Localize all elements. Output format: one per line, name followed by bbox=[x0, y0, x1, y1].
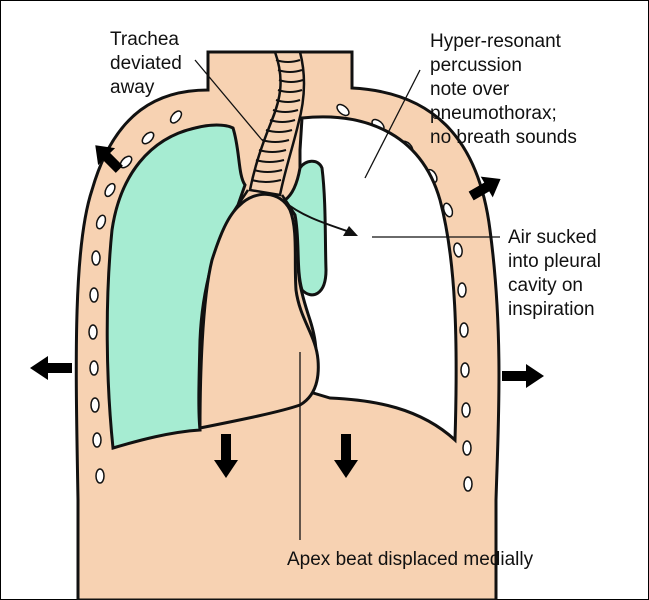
heart-mediastinum bbox=[198, 192, 320, 430]
expansion-arrows bbox=[30, 145, 544, 478]
pneumothorax-air-space bbox=[296, 115, 458, 444]
arrow-upper-right bbox=[468, 176, 501, 201]
arrow-right bbox=[502, 364, 544, 388]
leader-lines bbox=[194, 59, 500, 540]
ribs bbox=[88, 103, 473, 492]
arrow-upper-left bbox=[95, 145, 123, 173]
air-inflow-arrow bbox=[281, 199, 351, 233]
arrow-down-left bbox=[214, 434, 238, 478]
percussion-leader bbox=[364, 69, 421, 179]
air-label: Air sucked into pleural cavity on inspir… bbox=[508, 227, 601, 320]
trachea-leader bbox=[194, 59, 263, 141]
trachea bbox=[236, 50, 306, 211]
arrow-left bbox=[30, 356, 72, 380]
trachea-label: Trachea deviated away bbox=[110, 29, 182, 98]
percussion-label: Hyper-resonant percussion note over pneu… bbox=[430, 31, 577, 148]
air-inflow-arrowhead bbox=[343, 226, 358, 236]
apex-label: Apex beat displaced medially bbox=[287, 549, 534, 570]
arrow-down-right bbox=[334, 434, 358, 478]
